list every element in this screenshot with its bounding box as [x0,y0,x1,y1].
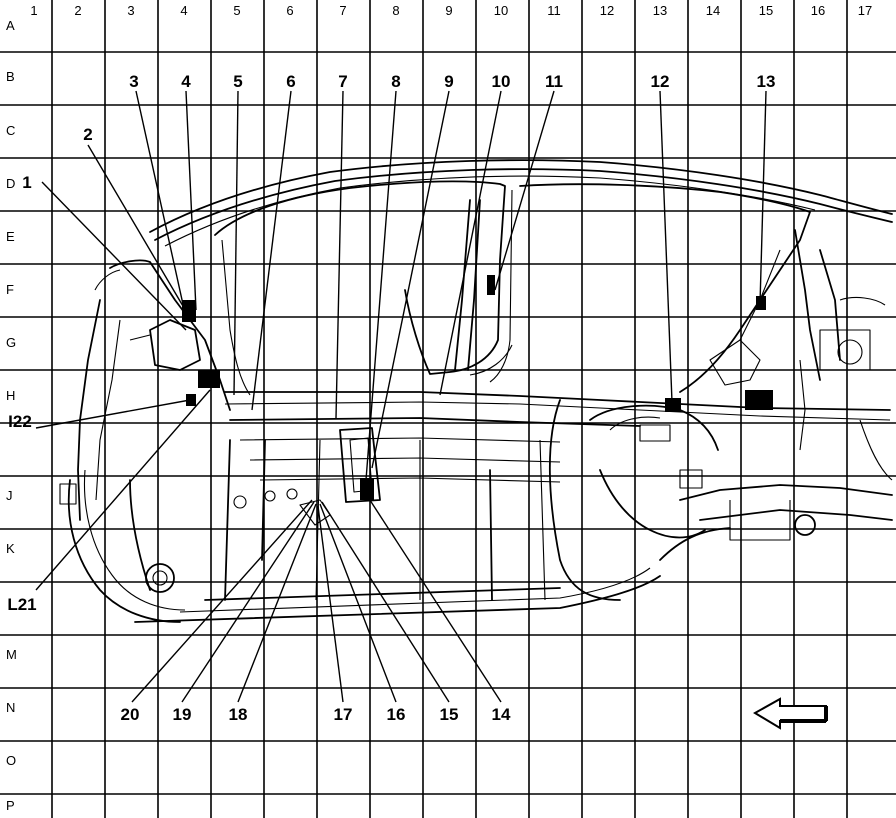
row-label: H [6,388,15,403]
callout-labels-top: 3 4 5 6 7 8 9 10 11 12 13 [129,72,775,91]
row-label: E [6,229,15,244]
row-label: C [6,123,15,138]
vehicle-body-outline [59,159,893,623]
callout-14: 14 [492,705,511,724]
callout-labels-bottom: 20 19 18 17 16 15 14 [121,705,511,724]
callout-4: 4 [181,72,191,91]
callout-1: 1 [22,173,31,192]
callout-leader-lines [35,90,767,703]
callout-2: 2 [83,125,92,144]
row-label: F [6,282,14,297]
col-label: 11 [547,3,561,18]
callout-22: I22 [8,412,32,431]
callout-13: 13 [757,72,776,91]
row-label: J [6,488,13,503]
col-label: 3 [127,3,134,18]
connector-block [665,398,681,412]
col-label: 16 [811,3,825,18]
row-label: O [6,753,16,768]
callout-15: 15 [440,705,459,724]
callout-5: 5 [233,72,242,91]
row-label: B [6,69,15,84]
row-label: G [6,335,16,350]
row-label: N [6,700,15,715]
connector-block [198,370,220,388]
component-block [487,275,495,295]
grid-column-labels: 1 2 3 4 5 6 7 8 9 10 11 12 13 14 15 16 1… [30,3,872,18]
callout-21: L21 [7,595,36,614]
row-label: K [6,541,15,556]
callout-11: 11 [545,72,563,91]
callout-20: 20 [121,705,140,724]
col-label: 13 [653,3,667,18]
connector-block [745,390,773,410]
row-label: P [6,798,15,813]
callout-7: 7 [338,72,347,91]
callout-8: 8 [391,72,400,91]
col-label: 10 [494,3,508,18]
callout-3: 3 [129,72,138,91]
connector-block [756,296,766,310]
callout-labels-upper-left: 2 1 [22,125,92,192]
col-label: 1 [30,3,37,18]
callout-18: 18 [229,705,248,724]
callout-10: 10 [492,72,511,91]
col-label: 4 [180,3,187,18]
col-label: 6 [286,3,293,18]
col-label: 9 [445,3,452,18]
col-label: 7 [339,3,346,18]
col-label: 12 [600,3,614,18]
col-label: 2 [74,3,81,18]
left-arrow-icon [753,697,828,730]
callout-17: 17 [334,705,353,724]
col-label: 5 [233,3,240,18]
callout-6: 6 [286,72,295,91]
connector-block [360,478,374,500]
col-label: 8 [392,3,399,18]
callout-16: 16 [387,705,406,724]
row-label: A [6,18,15,33]
row-label: M [6,647,17,662]
col-label: 17 [858,3,872,18]
col-label: 15 [759,3,773,18]
callout-12: 12 [651,72,670,91]
connector-block [186,394,196,406]
callout-labels-left: I22 L21 [7,412,36,614]
callout-19: 19 [173,705,192,724]
row-label: D [6,176,15,191]
callout-9: 9 [444,72,453,91]
col-label: 14 [706,3,720,18]
grid-row-labels: A B C D E F G H J K M N O P [6,18,17,813]
